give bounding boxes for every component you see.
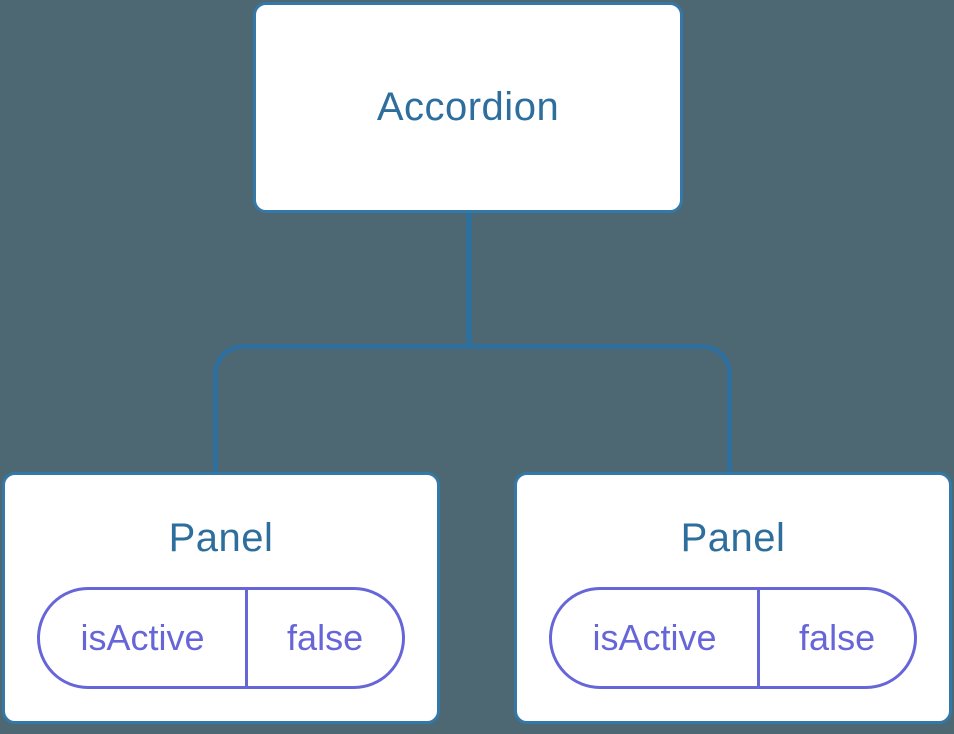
- accordion-node: Accordion: [253, 2, 683, 213]
- connector-root-to-branch: [466, 211, 472, 349]
- connector-branch-bracket: [213, 344, 732, 474]
- panel-node-label: Panel: [168, 516, 274, 560]
- panel-node-right: Panel isActive false: [514, 472, 952, 724]
- panel-node-left: Panel isActive false: [2, 472, 440, 724]
- state-pill: isActive false: [549, 587, 917, 689]
- state-key-label: isActive: [40, 590, 249, 686]
- state-pill: isActive false: [37, 587, 405, 689]
- state-value-label: false: [287, 617, 364, 658]
- panel-node-label: Panel: [680, 516, 786, 560]
- accordion-node-label: Accordion: [376, 85, 560, 129]
- state-key-label: isActive: [552, 590, 761, 686]
- state-value-label: false: [799, 617, 876, 658]
